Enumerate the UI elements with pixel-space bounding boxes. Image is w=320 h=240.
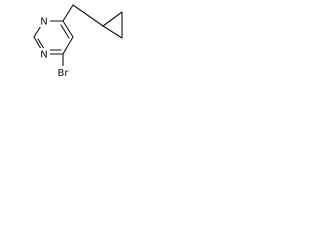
bond-c6-ch2	[62, 4, 74, 22]
bond-cyclopropyl-a	[102, 11, 123, 27]
atom-n3-background	[38, 48, 50, 60]
bond-c6-c5	[62, 20, 74, 38]
atom-n1-background	[38, 15, 50, 27]
atom-n1-label: N	[40, 17, 47, 28]
atom-n3-label: N	[40, 50, 47, 61]
bond-c5-c4	[62, 36, 74, 55]
bond-cyclopropyl-c	[102, 25, 123, 39]
molecule-structure-diagram: N N Br	[33, 4, 123, 79]
atom-br-background	[55, 66, 73, 79]
bond-c6-c5-double	[60, 24, 70, 39]
atom-br-label: Br	[58, 68, 70, 79]
bond-ch2-cyclopropyl	[72, 4, 104, 27]
